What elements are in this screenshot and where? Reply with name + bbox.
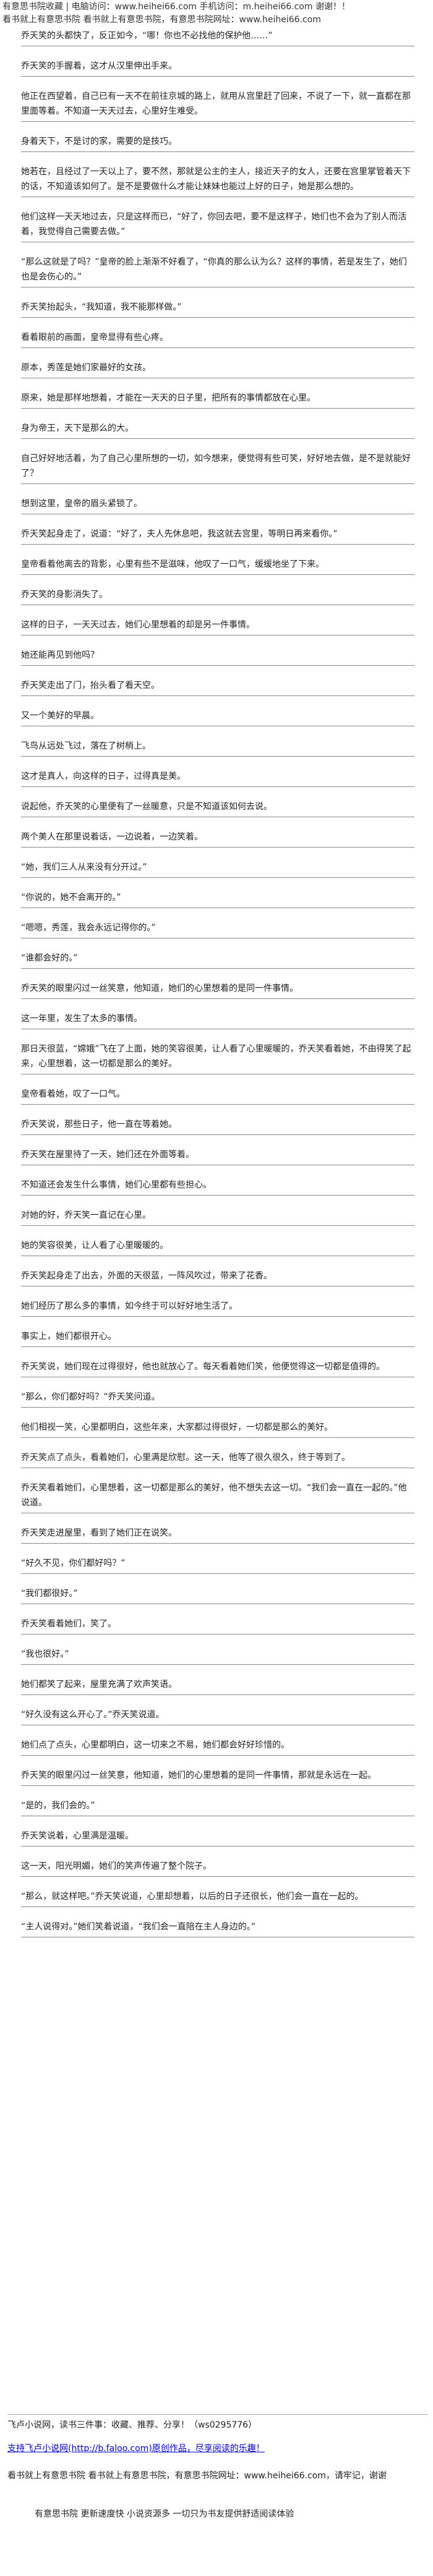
- paragraph: 又一个美好的早晨。: [21, 708, 414, 726]
- site-banner-secondary: 看书就上有意思书院 看书就上有意思书院，有意思书院网址：www.heihei66…: [0, 14, 433, 26]
- paragraph: 不知道还会发生什么事情，她们心里都有些担心。: [21, 1178, 414, 1196]
- paragraph: 说起他，乔天笑的心里便有了一丝暖意，只是不知道该如何去说。: [21, 799, 414, 817]
- paragraph: 乔天笑起身走了出去，外面的天很蓝，一阵风吹过，带来了花香。: [21, 1269, 414, 1286]
- footer-support[interactable]: 支持飞卢小说网(http://b.faloo.com)原创作品，尽享阅读的乐趣！: [7, 2442, 428, 2455]
- paragraph: 她还能再见到他吗？: [21, 648, 414, 666]
- paragraph: 他们这样一天天地过去，只是这样而已，“好了，你回去吧，要不是这样子，她们也不会为…: [21, 210, 414, 242]
- paragraph: 乔天笑点了点头，看着她们，心里满是欣慰。这一天，他等了很久很久，终于等到了。: [21, 1450, 414, 1468]
- paragraph: 这一天，阳光明媚，她们的笑声传遍了整个院子。: [21, 1859, 414, 1877]
- paragraph: 飞鸟从远处飞过，落在了树梢上。: [21, 739, 414, 757]
- paragraph: 她们点了点头，心里都明白，这一切来之不易，她们都会好好珍惜的。: [21, 1738, 414, 1756]
- paragraph: 乔天笑抬起头，“我知道，我不能那样做。”: [21, 300, 414, 318]
- footer-ad-text: 看书就上有意思书院 看书就上有意思书院，有意思书院网址：www.heihei66…: [7, 2471, 387, 2481]
- paragraph: “那么，你们都好吗？”乔天笑问道。: [21, 1390, 414, 1408]
- paragraph: 她们都笑了起来，屋里充满了欢声笑语。: [21, 1677, 414, 1695]
- paragraph: 这一年里，发生了太多的事情。: [21, 1011, 414, 1029]
- site-banner-text: 有意思书院收藏 | 电脑访问：www.heihei66.com 手机访问：m.h…: [2, 2, 350, 12]
- paragraph: 乔天笑在屋里待了一天，她们还在外面等着。: [21, 1147, 414, 1165]
- footer-credit-text: 飞卢小说网，读书三件事：收藏、推荐、分享！（ws0295776）: [7, 2420, 257, 2430]
- paragraph: “你说的，她不会离开的。”: [21, 890, 414, 908]
- paragraph: “主人说得对。”她们笑着说道，“我们会一直陪在主人身边的。”: [21, 1919, 414, 1937]
- paragraph: 事实上，她们都很开心。: [21, 1329, 414, 1347]
- paragraph: “谁都会好的。”: [21, 951, 414, 969]
- paragraph: 他们相视一笑，心里都明白，这些年来，大家都过得很好，一切都是那么的美好。: [21, 1420, 414, 1438]
- faloo-support-link[interactable]: 支持飞卢小说网(http://b.faloo.com)原创作品，尽享阅读的乐趣！: [7, 2444, 265, 2454]
- paragraph: “是的，我们会的。”: [21, 1798, 414, 1816]
- paragraph: “那么，就这样吧。”乔天笑说道，心里却想着，以后的日子还很长，他们会一直在一起的…: [21, 1889, 414, 1907]
- paragraph: 对她的好，乔天笑一直记在心里。: [21, 1208, 414, 1226]
- paragraph: “嗯嗯，秀莲，我会永远记得你的。”: [21, 920, 414, 938]
- paragraph: 两个美人在那里说着话，一边说着，一边笑着。: [21, 830, 414, 848]
- paragraph: 乔天笑看着她们，笑了。: [21, 1617, 414, 1634]
- divider: [7, 2414, 428, 2415]
- paragraph: 她的笑容很美，让人看了心里暖暖的。: [21, 1238, 414, 1256]
- paragraph: “我们都很好。”: [21, 1586, 414, 1604]
- paragraph: 乔天笑的眼里闪过一丝笑意，他知道，她们的心里想着的是同一件事情。: [21, 981, 414, 999]
- paragraph: 自己好好地活着，为了自己心里所想的一切，如今想来，便觉得有些可笑，好好地去做，是…: [21, 451, 414, 484]
- paragraph: 乔天笑的头都快了，反正如今，“哪！你也不必找他的保护他……”: [21, 28, 414, 46]
- paragraph: 原来，她是那样地想着，才能在一天天的日子里，把所有的事情都放在心里。: [21, 391, 414, 409]
- paragraph: 这样的日子，一天天过去，她们心里想着的却是另一件事情。: [21, 618, 414, 635]
- paragraph: 乔天笑的手握着，这才从汉里伸出手来。: [21, 59, 414, 77]
- paragraph: “好久不见，你们都好吗？”: [21, 1556, 414, 1574]
- paragraph: “那么这就是了吗？”皇帝的脸上渐渐不好看了，“你真的那么认为么？这样的事情，若是…: [21, 255, 414, 287]
- paragraph: 乔天笑走出了门，抬头看了看天空。: [21, 678, 414, 696]
- paragraph: 乔天笑走进屋里，看到了她们正在说笑。: [21, 1526, 414, 1544]
- paragraph: 皇帝看着她，叹了一口气。: [21, 1087, 414, 1105]
- chapter-body: 乔天笑的头都快了，反正如今，“哪！你也不必找他的保护他……” 乔天笑的手握着，这才…: [21, 28, 414, 1950]
- footer-slogan: 有意思书院 更新速度快 小说资源多 一切只为书友提供舒适阅读体验: [35, 2507, 433, 2521]
- paragraph: 乔天笑说，那些日子，他一直在等着她。: [21, 1117, 414, 1135]
- paragraph: 乔天笑说，她们现在过得很好，他也就放心了。每天看着她们笑，他便觉得这一切都是值得…: [21, 1359, 414, 1377]
- paragraph: 乔天笑看着她们，心里想着，这一切都是那么的美好，他不想失去这一切。“我们会一直在…: [21, 1481, 414, 1513]
- paragraph: 想到这里，皇帝的眉头紧锁了。: [21, 496, 414, 514]
- paragraph: 乔天笑说着，心里满是温暖。: [21, 1829, 414, 1847]
- paragraph: 原本，秀莲是她们家最好的女孩。: [21, 360, 414, 378]
- site-banner: 有意思书院收藏 | 电脑访问：www.heihei66.com 手机访问：m.h…: [0, 0, 433, 14]
- paragraph: “好久没有这么开心了。”乔天笑说道。: [21, 1707, 414, 1725]
- paragraph: “她，我们三人从来没有分开过。”: [21, 860, 414, 878]
- paragraph: 乔天笑的身影消失了。: [21, 587, 414, 605]
- paragraph: 她们经历了那么多的事情，如今终于可以好好地生活了。: [21, 1299, 414, 1317]
- paragraph: 他正在西望着，自己已有一天不在前往京城的路上，就用从宫里赶了回来，不说了一下，就…: [21, 89, 414, 122]
- paragraph: 皇帝看着他离去的背影，心里有些不是滋味，他叹了一口气，缓缓地坐了下来。: [21, 557, 414, 575]
- paragraph: 身为帝王，天下是那么的大。: [21, 421, 414, 439]
- paragraph: 身着天下，不是讨的家，需要的是技巧。: [21, 134, 414, 152]
- paragraph: 看着眼前的画面，皇帝显得有些心疼。: [21, 330, 414, 348]
- paragraph: 乔天笑起身走了，说道：“好了，夫人先休息吧，我这就去宫里，等明日再来看你。”: [21, 527, 414, 545]
- paragraph: 这才是真人，向这样的日子，过得真是美。: [21, 769, 414, 787]
- footer-ad: 看书就上有意思书院 看书就上有意思书院，有意思书院网址：www.heihei66…: [7, 2469, 428, 2483]
- footer-credit: 飞卢小说网，读书三件事：收藏、推荐、分享！（ws0295776）: [7, 2418, 428, 2432]
- paragraph: 那日天很蓝，“嫦娥”飞在了上面，她的笑容很美，让人看了心里暖暖的，乔天笑看着她，…: [21, 1042, 414, 1074]
- paragraph: “我也很好。”: [21, 1647, 414, 1665]
- paragraph: 她若在，且经过了一天以上了，要不然，那就是公主的主人，接近天子的女人，还要在宫里…: [21, 164, 414, 197]
- paragraph: 乔天笑的眼里闪过一丝笑意，他知道，她们的心里想着的是同一件事情，那就是永远在一起…: [21, 1768, 414, 1786]
- site-banner-secondary-text: 看书就上有意思书院 看书就上有意思书院，有意思书院网址：www.heihei66…: [2, 15, 321, 25]
- footer-slogan-text: 有意思书院 更新速度快 小说资源多 一切只为书友提供舒适阅读体验: [35, 2509, 294, 2519]
